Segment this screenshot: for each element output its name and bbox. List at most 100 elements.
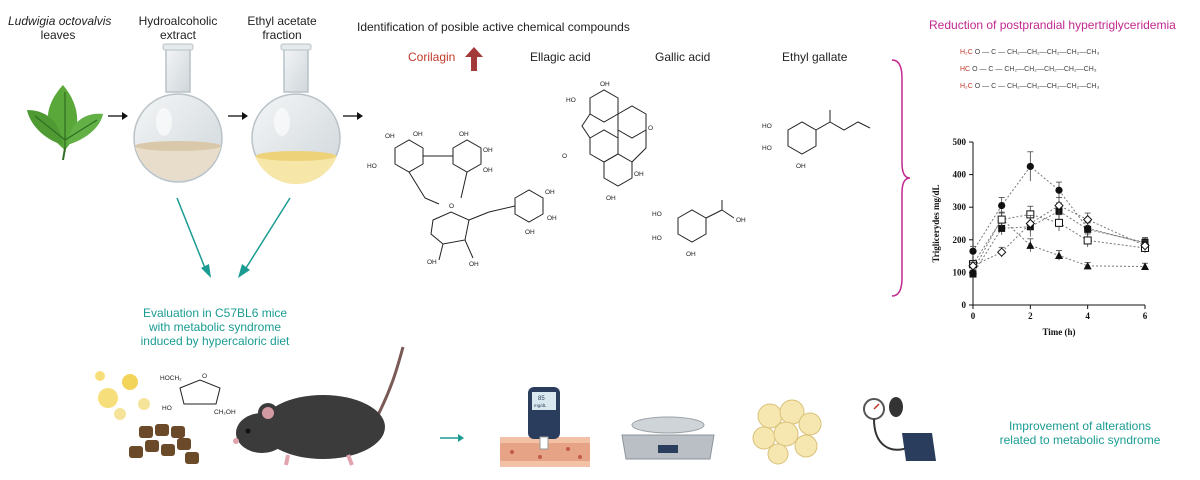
triglyceride-structure: H₂C O — C — CH₂—CH₂—CH₂—CH₂—CH₃ HC O — C… bbox=[960, 46, 1099, 93]
oh-label: OH bbox=[413, 131, 423, 138]
oh-label: OH bbox=[483, 147, 493, 154]
teal-arrow-from-fraction bbox=[238, 197, 291, 278]
food-pellets-icon bbox=[129, 424, 199, 464]
data-point bbox=[1084, 225, 1092, 233]
ho-label: HO bbox=[652, 235, 662, 242]
oh-label: OH bbox=[385, 133, 395, 140]
y-tick-label: 0 bbox=[962, 300, 967, 310]
data-point bbox=[1055, 251, 1063, 259]
teal-arrow-to-results bbox=[440, 434, 464, 442]
series-line bbox=[972, 217, 1146, 272]
oh-label: OH bbox=[634, 171, 644, 178]
ho-label: HO bbox=[652, 211, 662, 218]
oh-label: OH bbox=[459, 131, 469, 138]
series-line bbox=[972, 213, 1146, 265]
fraction-label: fraction bbox=[262, 28, 302, 42]
ho-label: HO bbox=[367, 163, 377, 170]
improvement-line-1: Improvement of alterations bbox=[1008, 419, 1152, 433]
leaves-label: leaves bbox=[40, 28, 76, 42]
oh-label: OH bbox=[606, 195, 616, 202]
data-point bbox=[969, 247, 977, 255]
oh-label: OH bbox=[736, 217, 746, 224]
ellagic-acid-structure: OH HO O O OH OH bbox=[562, 81, 653, 202]
up-arrow-icon bbox=[465, 47, 483, 71]
data-point bbox=[996, 247, 1007, 257]
fatty-acid-chain: O — C — CH₂—CH₂—CH₂—CH₂—CH₃ bbox=[972, 66, 1097, 73]
oh-label: OH bbox=[483, 167, 493, 174]
hoch2-label: HOCH₂ bbox=[160, 375, 182, 382]
data-point bbox=[1026, 241, 1035, 249]
glycerol-carbon: H₂C bbox=[960, 49, 973, 56]
x-tick-label: 4 bbox=[1085, 311, 1090, 321]
data-point bbox=[1055, 186, 1063, 194]
sugar-molecule-structure: HOCH₂ O HO CH₂OH bbox=[160, 373, 236, 416]
x-axis-label: Time (h) bbox=[1042, 327, 1075, 337]
data-point bbox=[998, 224, 1006, 232]
glycerol-carbon: HC bbox=[960, 66, 971, 73]
flask-hydroalcoholic-extract bbox=[133, 43, 223, 183]
arrow-leaf-to-extract bbox=[108, 112, 128, 120]
leaf-icon bbox=[27, 85, 103, 161]
ethyl-gallate-structure: HO HO OH bbox=[762, 110, 871, 170]
ho-label: HO bbox=[566, 97, 576, 104]
o-label: O bbox=[648, 125, 653, 132]
triglyceride-row: HC O — C — CH₂—CH₂—CH₂—CH₂—CH₃ bbox=[960, 63, 1099, 76]
glucometer-unit: mg/dL bbox=[534, 403, 547, 408]
o-label: O bbox=[202, 373, 207, 380]
oh-label: OH bbox=[600, 81, 610, 88]
reduction-title: Reduction of postprandial hypertriglycer… bbox=[929, 18, 1176, 32]
teal-arrow-from-extract bbox=[176, 197, 211, 278]
x-tick-label: 6 bbox=[1143, 311, 1148, 321]
series-line bbox=[972, 165, 1146, 252]
y-tick-label: 400 bbox=[953, 170, 967, 180]
gallic-acid-structure: HO HO OH OH bbox=[652, 200, 746, 258]
oh-label: OH bbox=[427, 259, 437, 266]
compound-ellagic-acid: Ellagic acid bbox=[530, 50, 591, 64]
data-point bbox=[1083, 261, 1092, 270]
fat-droplets-icon bbox=[95, 371, 150, 420]
data-point bbox=[1026, 162, 1034, 171]
ethyl-acetate-label: Ethyl acetate bbox=[247, 14, 317, 28]
series-line bbox=[972, 204, 1146, 267]
fatty-acid-chain: O — C — CH₂—CH₂—CH₂—CH₂—CH₃ bbox=[974, 83, 1100, 90]
triglyceride-row: H₂C O — C — CH₂—CH₂—CH₂—CH₂—CH₃ bbox=[960, 80, 1099, 93]
x-tick-label: 2 bbox=[1028, 311, 1033, 321]
data-point bbox=[1055, 218, 1063, 227]
oh-label: OH bbox=[545, 189, 555, 196]
glucometer-icon: 85 mg/dL bbox=[500, 387, 590, 467]
glycerol-carbon: H₂C bbox=[960, 83, 973, 90]
oh-label: OH bbox=[547, 215, 557, 222]
x-tick-label: 0 bbox=[971, 311, 976, 321]
evaluation-line-2: with metabolic syndrome bbox=[148, 320, 282, 334]
series-line bbox=[972, 210, 1146, 275]
oh-label: OH bbox=[686, 251, 696, 258]
scale-icon bbox=[621, 416, 715, 460]
y-tick-label: 100 bbox=[953, 267, 967, 277]
hydroalcoholic-label: Hydroalcoholic bbox=[138, 14, 218, 28]
arrow-fraction-to-compounds bbox=[343, 112, 363, 120]
arrow-extract-to-fraction bbox=[228, 112, 248, 120]
y-axis-label: Triglicerydes mg/dL bbox=[931, 184, 941, 262]
data-point bbox=[1141, 262, 1149, 271]
compound-corilagin: Corilagin bbox=[408, 50, 456, 64]
data-point bbox=[998, 201, 1006, 210]
blood-pressure-monitor-icon bbox=[863, 397, 936, 461]
ch2oh-label: CH₂OH bbox=[214, 409, 236, 416]
data-point bbox=[1140, 240, 1150, 251]
improvement-line-2: related to metabolic syndrome bbox=[999, 433, 1161, 447]
glucometer-value: 85 bbox=[538, 396, 545, 402]
data-point bbox=[1082, 214, 1093, 225]
y-tick-label: 300 bbox=[953, 202, 967, 212]
data-point bbox=[1054, 200, 1064, 211]
compound-ethyl-gallate: Ethyl gallate bbox=[782, 50, 848, 64]
ho-label: HO bbox=[762, 123, 772, 130]
o-label: O bbox=[562, 153, 567, 160]
ho-label: HO bbox=[162, 405, 172, 412]
oh-label: OH bbox=[469, 261, 479, 268]
oh-label: OH bbox=[796, 163, 806, 170]
evaluation-line-1: Evaluation in C57BL6 mice bbox=[142, 306, 288, 320]
y-tick-label: 200 bbox=[953, 235, 967, 245]
oh-label: OH bbox=[525, 229, 535, 236]
data-point bbox=[1025, 218, 1036, 229]
